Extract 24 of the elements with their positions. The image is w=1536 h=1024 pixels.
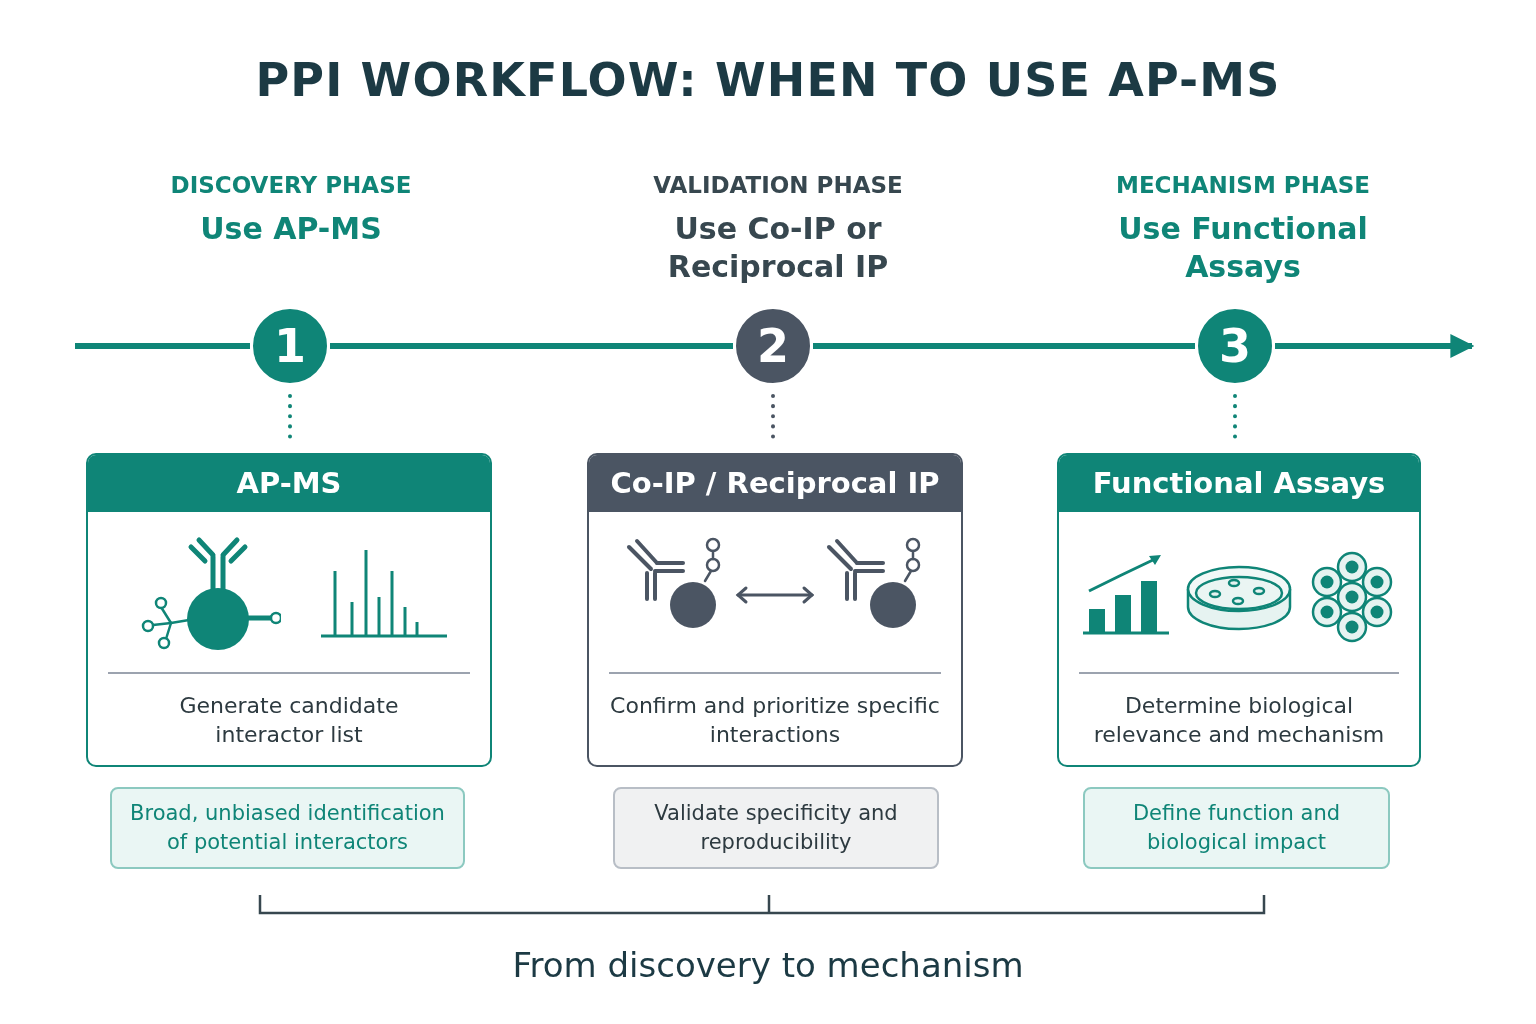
method-card [86,453,492,767]
card-title: AP-MS [236,464,342,502]
caption: From discovery to mechanism [512,944,1024,987]
card-description: Generate candidate interactor list [178,692,400,749]
phase-method: Use Co-IP or Reciprocal IP [666,210,890,286]
timeline-line [330,343,733,349]
phase-heading: MECHANISM PHASE [1116,171,1370,200]
method-card [587,453,963,767]
summary-box: Broad, unbiased identification of potential interactors [110,787,465,869]
timeline-line [813,343,1195,349]
phase-method: Use Functional Assays [1117,210,1369,286]
timeline-line [75,343,250,349]
phase-method: Use AP-MS [200,210,382,248]
card-description: Confirm and prioritize specific interactions [610,692,940,749]
timeline-line [1275,334,1475,358]
summary-box: Define function and biological impact [1083,787,1390,869]
phase-heading: VALIDATION PHASE [653,171,903,200]
card-title: Functional Assays [1092,464,1386,502]
method-card [1057,453,1421,767]
diagram-title: PPI WORKFLOW: WHEN TO USE AP-MS [255,52,1281,109]
card-description: Determine biological relevance and mechanism [1092,692,1386,749]
card-title: Co-IP / Reciprocal IP [610,464,940,502]
summary-box: Validate specificity and reproducibility [613,787,939,869]
phase-heading: DISCOVERY PHASE [170,171,412,200]
